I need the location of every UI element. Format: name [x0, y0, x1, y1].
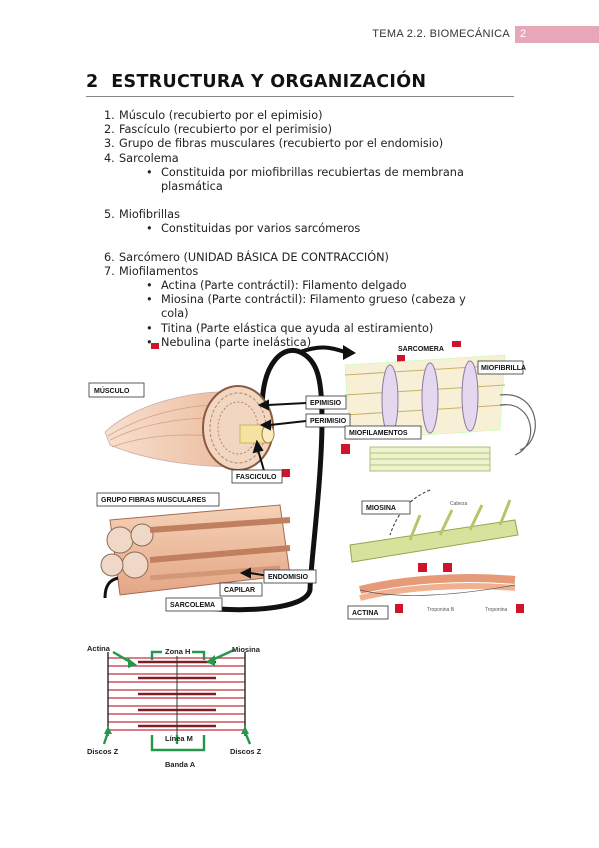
pointer-arrows [219, 364, 506, 591]
label-endomisio: ENDOMISIO [268, 574, 309, 581]
connector-arrow [199, 348, 325, 613]
list-item: 2.Fascículo (recubierto por el perimisio… [104, 123, 332, 137]
page-number-badge: 2 [515, 26, 599, 43]
label-linea-m: Línea M [165, 734, 193, 743]
label-epimisio: EPIMISIO [310, 400, 342, 407]
label-discos-z-right: Discos Z [230, 747, 262, 756]
label-actina: ACTINA [352, 610, 378, 617]
section-title: 2 ESTRUCTURA Y ORGANIZACIÓN [86, 72, 426, 92]
list-item: 4.Sarcolema Constituida por miofibrillas… [86, 152, 491, 195]
header-title: TEMA 2.2. BIOMECÁNICA [372, 28, 510, 40]
myofilament-detail-illustration [349, 489, 519, 601]
label-discos-z-left: Discos Z [87, 747, 119, 756]
list-item: 6.Sarcómero (UNIDAD BÁSICA DE CONTRACCIÓ… [104, 250, 389, 264]
sub-list-item: Nebulina (parte inelástica) [119, 336, 491, 350]
list-item: 3.Grupo de fibras musculares (recubierto… [104, 137, 444, 151]
muscle-illustration [104, 385, 275, 471]
figure1-labels: MÚSCULO EPIMISIO PERIMISIO FASCICULO GRU… [88, 346, 526, 620]
label-fasciculo: FASCICULO [236, 474, 277, 481]
page-number: 2 [520, 28, 527, 40]
label-miosina: MIOSINA [366, 505, 396, 512]
list-item: 7.Miofilamentos Actina (Parte contráctil… [86, 265, 491, 350]
label-banda-a: Banda A [165, 760, 196, 769]
section-number: 2 [86, 72, 99, 92]
label-grupo-fibras: GRUPO FIBRAS MUSCULARES [101, 497, 206, 504]
sub-list-item: Constituida por miofibrillas recubiertas… [119, 166, 491, 194]
label-miosina-diagram: Miosina [232, 645, 261, 654]
myofibril-illustration [344, 354, 536, 472]
sub-list-item: Titina (Parte elástica que ayuda al esti… [119, 322, 491, 336]
label-troponina-b: Troponina B [427, 607, 455, 613]
label-sarcomera: SARCOMERA [398, 346, 444, 353]
label-cabeza: Cabeza [450, 501, 467, 507]
label-actina-diagram: Actina [87, 644, 111, 653]
label-perimisio: PERIMISIO [310, 418, 347, 425]
title-divider [86, 96, 514, 97]
sub-list-item: Miosina (Parte contráctil): Filamento gr… [119, 293, 491, 321]
sub-list-item: Actina (Parte contráctil): Filamento del… [119, 279, 491, 293]
list-item: 5.Miofibrillas Constituidas por varios s… [86, 208, 491, 237]
label-capilar: CAPILAR [224, 587, 255, 594]
label-troponina: Troponina [485, 607, 508, 613]
sarcomere-diagram: Zona H Actina Miosina Discos Z Discos Z … [87, 644, 262, 769]
label-miofibrilla: MIOFIBRILLA [481, 365, 526, 372]
label-sarcolema: SARCOLEMA [170, 602, 215, 609]
label-zona-h: Zona H [165, 647, 190, 656]
structure-list: 1.Músculo (recubierto por el epimisio) 2… [86, 109, 491, 350]
list-item: 1.Músculo (recubierto por el epimisio) [104, 109, 323, 122]
section-title-text: ESTRUCTURA Y ORGANIZACIÓN [111, 72, 427, 92]
sub-list-item: Constituidas por varios sarcómeros [119, 222, 491, 236]
label-musculo: MÚSCULO [94, 386, 130, 395]
label-miofilamentos: MIOFILAMENTOS [349, 430, 408, 437]
